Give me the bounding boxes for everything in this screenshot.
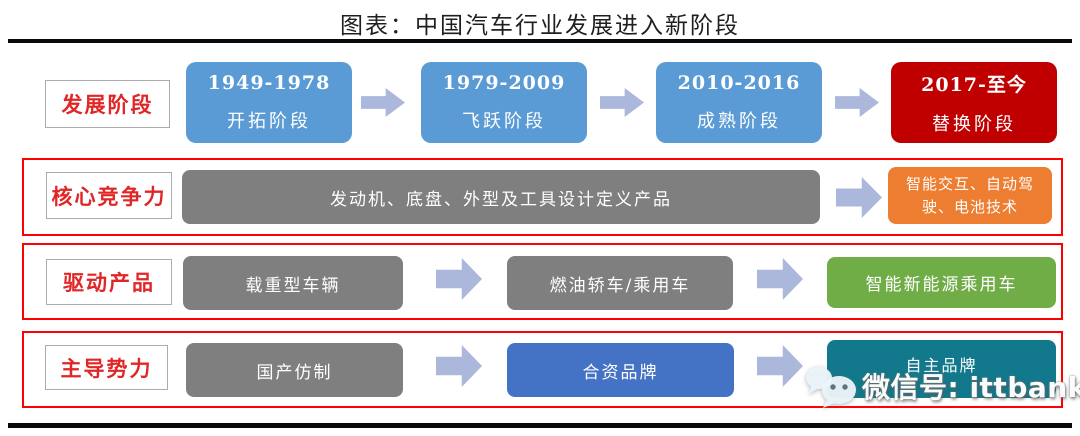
products-box-fuel-cars: 燃油轿车/乘用车: [507, 256, 733, 310]
flow-arrow-icon: [361, 88, 405, 117]
stage-4-period: 2017-至今: [921, 73, 1027, 96]
row-label-stages-text: 发展阶段: [61, 92, 154, 117]
products-box-trucks: 载重型车辆: [183, 256, 403, 310]
competitiveness-box-new: 智能交互、自动驾驶、电池技术: [888, 167, 1052, 224]
row-label-forces: 主导势力: [45, 345, 168, 390]
stage-box-1: 1949-1978 开拓阶段: [186, 62, 352, 143]
products-smart-ev-text: 智能新能源乘用车: [865, 275, 1018, 295]
forces-box-joint-venture: 合资品牌: [507, 343, 734, 397]
frame-forces: [22, 331, 1063, 408]
stage-2-name: 飞跃阶段: [462, 111, 546, 132]
bottom-rule: [8, 423, 1072, 428]
stage-3-period: 2010-2016: [677, 72, 801, 94]
products-trucks-text: 载重型车辆: [245, 275, 341, 296]
stage-1-period: 1949-1978: [207, 72, 331, 94]
forces-imitation-text: 国产仿制: [256, 362, 333, 383]
row-label-stages: 发展阶段: [45, 80, 170, 128]
row-label-forces-text: 主导势力: [60, 355, 153, 381]
row-label-competitiveness: 核心竞争力: [46, 172, 172, 219]
forces-box-domestic-brand: 自主品牌: [827, 340, 1056, 398]
frame-competitiveness: [22, 158, 1063, 236]
forces-box-imitation: 国产仿制: [186, 343, 403, 397]
watermark-text: 微信号: ittbank: [862, 371, 1080, 404]
row-label-products: 驱动产品: [46, 259, 172, 305]
stage-box-4: 2017-至今 替换阶段: [891, 62, 1057, 143]
wechat-icon: [806, 367, 856, 408]
competitiveness-new-text: 智能交互、自动驾驶、电池技术: [905, 175, 1034, 216]
flow-arrow-icon: [600, 88, 644, 117]
stage-box-3: 2010-2016 成熟阶段: [656, 62, 822, 143]
stage-3-name: 成熟阶段: [697, 111, 781, 132]
flow-arrow-icon: [835, 88, 879, 117]
stage-4-name: 替换阶段: [932, 113, 1016, 135]
row-label-competitiveness-text: 核心竞争力: [51, 183, 167, 209]
stage-1-name: 开拓阶段: [227, 111, 311, 132]
forces-domestic-brand-text: 自主品牌: [905, 356, 978, 375]
stage-box-2: 1979-2009 飞跃阶段: [421, 62, 587, 143]
watermark: 微信号: ittbank: [804, 363, 1080, 409]
forces-joint-venture-text: 合资品牌: [582, 362, 659, 383]
chart-title: 图表：中国汽车行业发展进入新阶段: [340, 13, 740, 39]
row-label-products-text: 驱动产品: [63, 270, 155, 295]
products-fuel-cars-text: 燃油轿车/乘用车: [549, 275, 691, 296]
frame-products: [22, 243, 1063, 320]
products-box-smart-ev: 智能新能源乘用车: [827, 257, 1056, 308]
competitiveness-box-legacy: 发动机、底盘、外型及工具设计定义产品: [182, 170, 820, 224]
stage-2-period: 1979-2009: [442, 72, 566, 94]
top-rule: [8, 39, 1072, 43]
competitiveness-legacy-text: 发动机、底盘、外型及工具设计定义产品: [330, 189, 672, 210]
